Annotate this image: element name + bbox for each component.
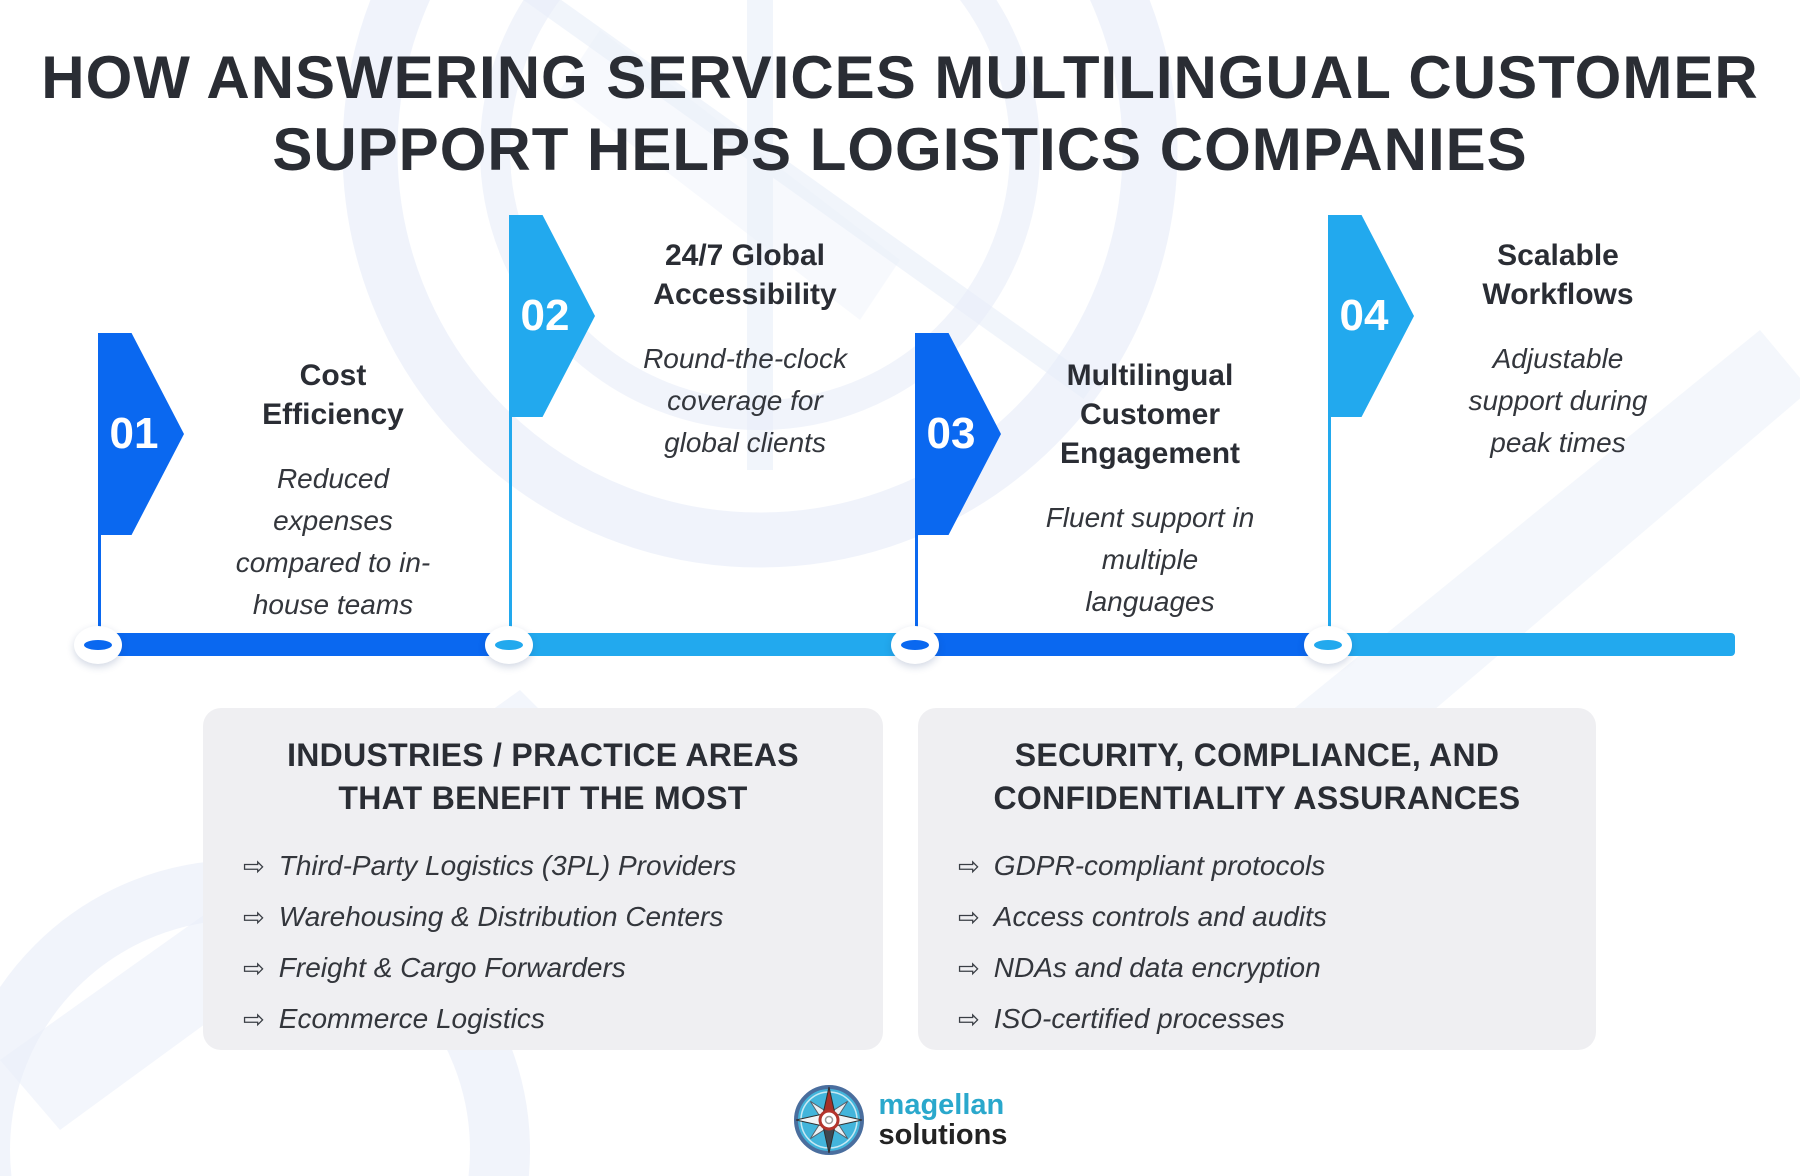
timeline-bar-segment-2 bbox=[509, 633, 915, 656]
security-list: ⇨ GDPR-compliant protocols ⇨ Access cont… bbox=[958, 850, 1556, 1035]
box-heading-line2: THAT BENEFIT THE MOST bbox=[338, 780, 748, 817]
list-item: ⇨ ISO-certified processes bbox=[958, 1003, 1556, 1035]
brand-logo: magellan solutions bbox=[0, 1084, 1800, 1156]
step-number: 04 bbox=[1339, 291, 1389, 340]
arrow-bullet-icon: ⇨ bbox=[243, 953, 265, 984]
list-item: ⇨ Warehousing & Distribution Centers bbox=[243, 901, 843, 933]
box-heading-line1: SECURITY, COMPLIANCE, AND bbox=[1014, 737, 1500, 773]
arrow-bullet-icon: ⇨ bbox=[958, 851, 980, 882]
step-title: Scalable Workflows bbox=[1482, 239, 1634, 311]
timeline-node-04 bbox=[1304, 626, 1352, 664]
arrow-bullet-icon: ⇨ bbox=[243, 902, 265, 933]
arrow-bullet-icon: ⇨ bbox=[958, 1004, 980, 1035]
step-flag-04: 04 bbox=[1328, 215, 1414, 417]
step-title: 24/7 Global Accessibility bbox=[653, 239, 837, 311]
timeline-bar-segment-4 bbox=[1328, 633, 1735, 656]
step-stem-04 bbox=[1328, 416, 1331, 646]
page-title-line2: SUPPORT HELPS LOGISTICS COMPANIES bbox=[272, 116, 1528, 183]
step-number: 02 bbox=[520, 291, 570, 340]
list-item-text: Ecommerce Logistics bbox=[278, 1003, 545, 1035]
box-heading-line1: INDUSTRIES / PRACTICE AREAS bbox=[287, 737, 799, 773]
box-heading: INDUSTRIES / PRACTICE AREAS THAT BENEFIT… bbox=[243, 734, 843, 820]
node-dot bbox=[84, 640, 112, 650]
box-heading-line2: CONFIDENTIALITY ASSURANCES bbox=[993, 780, 1521, 817]
step-flag-02: 02 bbox=[509, 215, 595, 417]
list-item: ⇨ Freight & Cargo Forwarders bbox=[243, 952, 843, 984]
step-text-02: 24/7 Global Accessibility Round-the-cloc… bbox=[605, 236, 885, 464]
compass-rose-icon bbox=[793, 1085, 864, 1155]
step-text-01: Cost Efficiency Reduced expenses compare… bbox=[193, 356, 473, 626]
arrow-bullet-icon: ⇨ bbox=[958, 953, 980, 984]
page-title: HOW ANSWERING SERVICES MULTILINGUAL CUST… bbox=[0, 42, 1800, 186]
brand-name-line1: magellan bbox=[878, 1088, 1005, 1121]
step-flag-01: 01 bbox=[98, 333, 184, 535]
security-box: SECURITY, COMPLIANCE, AND CONFIDENTIALIT… bbox=[918, 708, 1596, 1050]
page-title-line1: HOW ANSWERING SERVICES MULTILINGUAL CUST… bbox=[41, 44, 1759, 111]
timeline-bar-segment-1 bbox=[90, 633, 509, 656]
industries-list: ⇨ Third-Party Logistics (3PL) Providers … bbox=[243, 850, 843, 1035]
box-heading: SECURITY, COMPLIANCE, AND CONFIDENTIALIT… bbox=[958, 734, 1556, 820]
step-stem-03 bbox=[915, 534, 918, 646]
step-number: 01 bbox=[109, 409, 159, 458]
step-description: Round-the-clock coverage for global clie… bbox=[643, 343, 847, 458]
arrow-bullet-icon: ⇨ bbox=[243, 1004, 265, 1035]
list-item-text: GDPR-compliant protocols bbox=[993, 850, 1326, 882]
list-item: ⇨ GDPR-compliant protocols bbox=[958, 850, 1556, 882]
list-item-text: NDAs and data encryption bbox=[993, 952, 1321, 984]
list-item-text: Access controls and audits bbox=[993, 901, 1327, 933]
timeline-node-01 bbox=[74, 626, 122, 664]
industries-box: INDUSTRIES / PRACTICE AREAS THAT BENEFIT… bbox=[203, 708, 883, 1050]
node-dot bbox=[901, 640, 929, 650]
node-dot bbox=[495, 640, 523, 650]
list-item-text: Freight & Cargo Forwarders bbox=[278, 952, 626, 984]
step-description: Fluent support in multiple languages bbox=[1045, 502, 1255, 617]
list-item: ⇨ NDAs and data encryption bbox=[958, 952, 1556, 984]
step-text-04: Scalable Workflows Adjustable support du… bbox=[1418, 236, 1698, 464]
list-item: ⇨ Ecommerce Logistics bbox=[243, 1003, 843, 1035]
node-dot bbox=[1314, 640, 1342, 650]
timeline-node-02 bbox=[485, 626, 533, 664]
list-item: ⇨ Access controls and audits bbox=[958, 901, 1556, 933]
arrow-bullet-icon: ⇨ bbox=[243, 851, 265, 882]
list-item-text: ISO-certified processes bbox=[993, 1003, 1285, 1035]
step-description: Adjustable support during peak times bbox=[1468, 343, 1648, 458]
list-item-text: Third-Party Logistics (3PL) Providers bbox=[278, 850, 737, 882]
step-stem-01 bbox=[98, 534, 101, 646]
list-item-text: Warehousing & Distribution Centers bbox=[278, 901, 724, 933]
timeline-bar-segment-3 bbox=[915, 633, 1328, 656]
step-number: 03 bbox=[926, 409, 976, 458]
step-title: Multilingual Customer Engagement bbox=[1059, 359, 1241, 470]
step-flag-03: 03 bbox=[915, 333, 1001, 535]
list-item: ⇨ Third-Party Logistics (3PL) Providers bbox=[243, 850, 843, 882]
step-description: Reduced expenses compared to in-house te… bbox=[235, 463, 431, 620]
brand-name: magellan solutions bbox=[879, 1090, 1008, 1150]
timeline-node-03 bbox=[891, 626, 939, 664]
arrow-bullet-icon: ⇨ bbox=[958, 902, 980, 933]
step-title: Cost Efficiency bbox=[262, 359, 404, 431]
step-text-03: Multilingual Customer Engagement Fluent … bbox=[1010, 356, 1290, 623]
step-stem-02 bbox=[509, 416, 512, 646]
brand-name-line2: solutions bbox=[878, 1119, 1008, 1151]
